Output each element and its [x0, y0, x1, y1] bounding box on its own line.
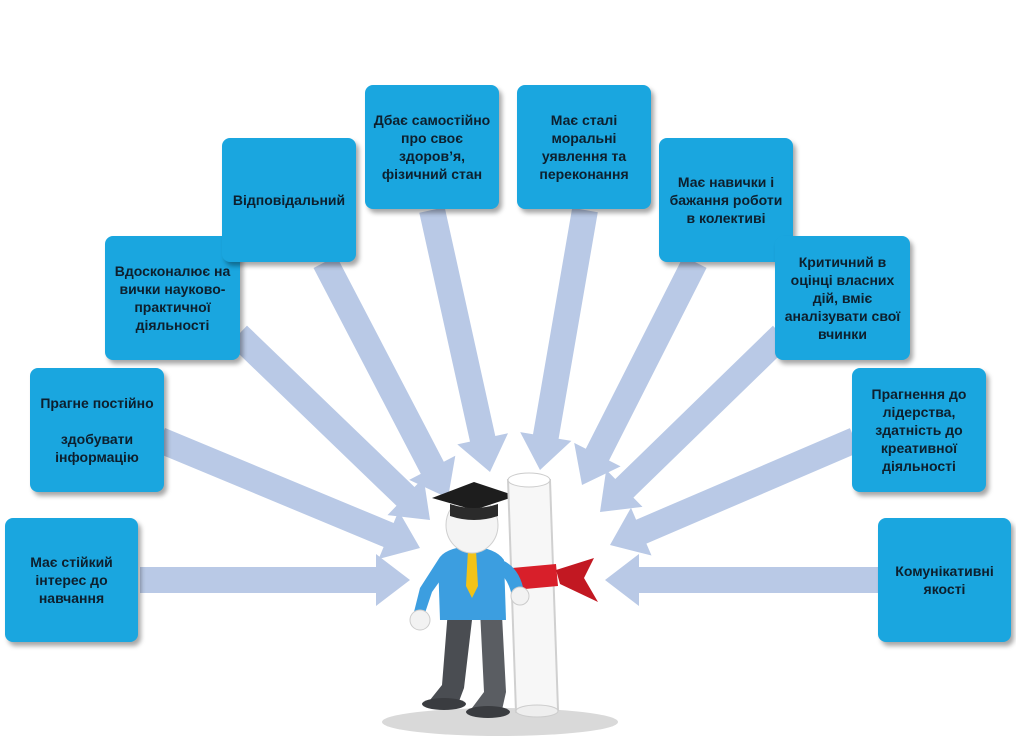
tie	[466, 550, 478, 598]
arrow-2	[155, 428, 420, 559]
arrow-5	[419, 207, 508, 472]
left-arm	[414, 560, 442, 616]
quality-box-critical: Критичний в оцінці власних дій, вміє ана…	[775, 236, 910, 360]
arrow-8	[600, 325, 792, 512]
quality-box-responsible: Відповідальний	[222, 138, 356, 262]
left-leg	[430, 610, 472, 704]
arrow-1	[140, 554, 410, 606]
quality-box-health: Дбає самостійно про своє здоров’я, фізич…	[365, 85, 499, 209]
ribbon-tail	[556, 558, 598, 602]
arrow-6	[520, 207, 598, 471]
arrow-4	[313, 256, 456, 498]
arrow-10	[605, 554, 878, 606]
quality-box-communication: Комунікативні якості	[878, 518, 1011, 642]
scroll-top	[507, 472, 551, 488]
quality-box-leadership: Прагнення до лідерства, здатність до кре…	[852, 368, 986, 492]
quality-box-information: Прагне постійно здобувати інформацію	[30, 368, 164, 492]
shadow	[382, 708, 618, 736]
quality-box-teamwork: Має навички і бажання роботи в колективі	[659, 138, 793, 262]
graduate-with-diploma-icon	[382, 472, 618, 736]
right-hand	[510, 586, 530, 606]
arrow-7	[574, 256, 707, 485]
arrow-3	[229, 325, 430, 520]
cap-base	[450, 504, 498, 520]
cap-board	[432, 482, 516, 510]
left-shoe	[422, 698, 466, 710]
left-hand	[409, 609, 431, 631]
right-shoe	[466, 706, 510, 718]
ribbon-band	[512, 564, 558, 590]
quality-box-morals: Має сталі моральні уявлення та переконан…	[517, 85, 651, 209]
quality-box-interest: Має стійкий інтерес до навчання	[5, 518, 138, 642]
arrow-9	[610, 428, 861, 556]
scroll-bottom	[515, 704, 559, 718]
quality-box-research-skills: Вдосконалює на вички науково- практичної…	[105, 236, 240, 360]
right-leg	[472, 610, 506, 710]
